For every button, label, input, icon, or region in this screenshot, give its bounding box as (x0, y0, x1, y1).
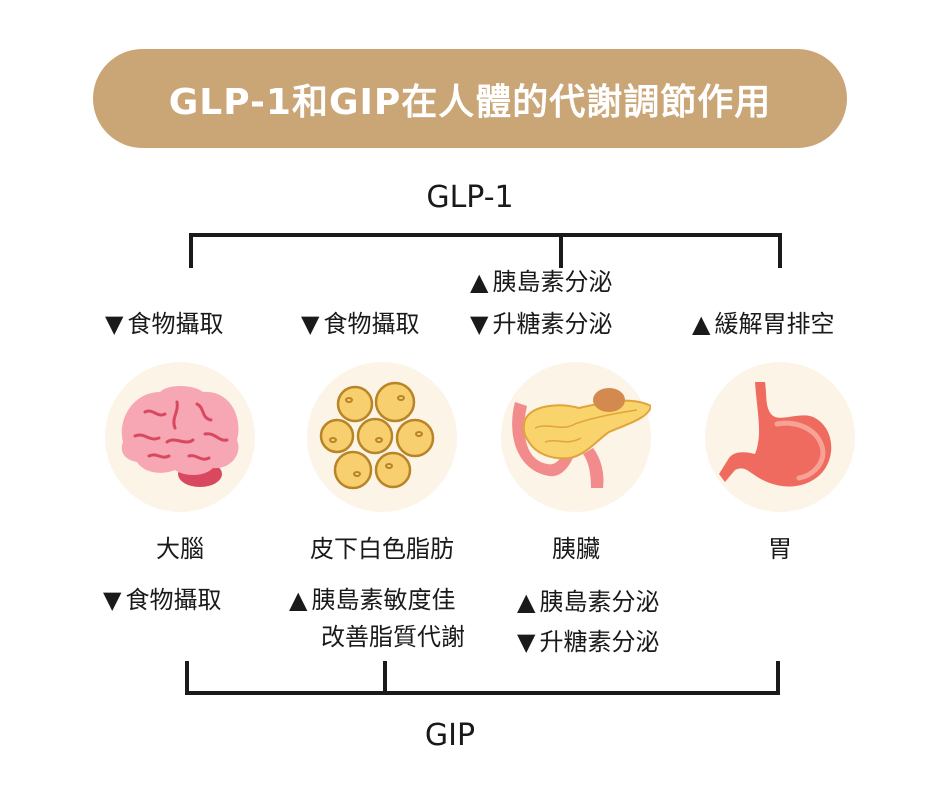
organ-name-pancreas: 胰臟 (552, 535, 600, 563)
down-arrow-icon: ▼ (105, 310, 124, 338)
gip-fat-effect-2: 改善脂質代謝 (321, 623, 465, 651)
up-arrow-icon: ▲ (470, 268, 489, 296)
glp1-label: GLP-1 (426, 180, 514, 215)
glp1-pancreas-effect-2: ▼升糖素分泌 (470, 309, 612, 339)
gip-brain-text: 食物攝取 (125, 586, 222, 614)
glp1-pancreas-effect-1: ▲胰島素分泌 (470, 267, 612, 297)
glp1-fat-text: 食物攝取 (323, 310, 420, 338)
brain-icon (121, 386, 239, 487)
glp1-stomach-effect: ▲緩解胃排空 (692, 309, 834, 339)
gip-fat-text-1: 胰島素敏度佳 (311, 586, 456, 614)
stomach-icon (719, 382, 832, 487)
organ-name-brain: 大腦 (156, 535, 204, 563)
up-arrow-icon: ▲ (692, 310, 711, 338)
stomach-illustration (705, 362, 855, 512)
gip-pancreas-effect-2: ▼升糖素分泌 (517, 627, 659, 657)
pancreas-icon (512, 388, 651, 488)
up-arrow-icon: ▲ (289, 586, 308, 614)
gip-brain-effect: ▼食物攝取 (103, 585, 221, 615)
page-title: GLP-1和GIP在人體的代謝調節作用 (168, 81, 772, 123)
organ-name-stomach: 胃 (768, 535, 792, 563)
brain-illustration (105, 362, 255, 512)
down-arrow-icon: ▼ (470, 310, 489, 338)
title-banner: GLP-1和GIP在人體的代謝調節作用 (93, 49, 847, 148)
glp1-brain-text: 食物攝取 (127, 310, 224, 338)
glp1-pancreas-text-1: 胰島素分泌 (492, 268, 613, 296)
glp1-fat-effect: ▼食物攝取 (301, 309, 419, 339)
glp1-pancreas-text-2: 升糖素分泌 (492, 310, 613, 338)
fat-cells-icon (319, 381, 435, 490)
glp1-brain-effect: ▼食物攝取 (105, 309, 223, 339)
up-arrow-icon: ▲ (517, 588, 536, 616)
down-arrow-icon: ▼ (103, 586, 122, 614)
gip-label: GIP (424, 718, 476, 753)
down-arrow-icon: ▼ (517, 628, 536, 656)
gip-fat-effect-1: ▲胰島素敏度佳 (289, 585, 455, 615)
pancreas-illustration (501, 362, 651, 512)
down-arrow-icon: ▼ (301, 310, 320, 338)
organ-name-fat: 皮下白色脂肪 (310, 535, 454, 563)
fat-cells-illustration (307, 362, 457, 512)
gip-pancreas-effect-1: ▲胰島素分泌 (517, 587, 659, 617)
glp1-stomach-text: 緩解胃排空 (714, 310, 835, 338)
gip-pancreas-text-1: 胰島素分泌 (539, 588, 660, 616)
gip-pancreas-text-2: 升糖素分泌 (539, 628, 660, 656)
